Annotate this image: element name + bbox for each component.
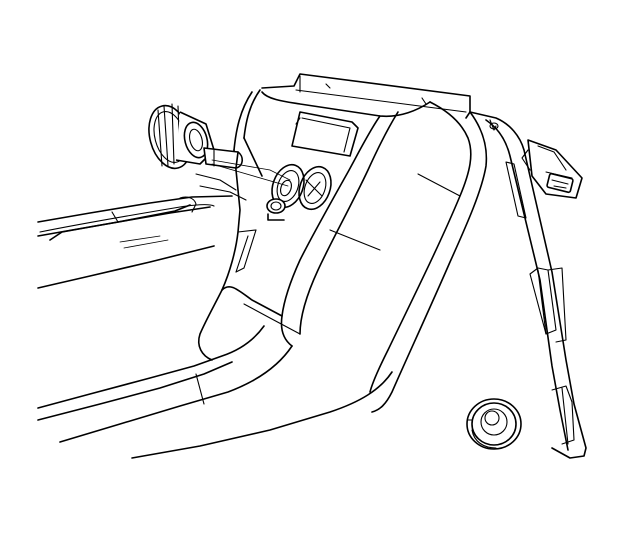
console-panel (197, 73, 488, 413)
outlet-receptacles (266, 163, 332, 221)
cupholder-trim (37, 195, 393, 459)
side-bracket (469, 111, 587, 459)
grommet (466, 398, 522, 450)
power-outlet-cap (148, 103, 291, 201)
wiring-connector (521, 139, 583, 199)
